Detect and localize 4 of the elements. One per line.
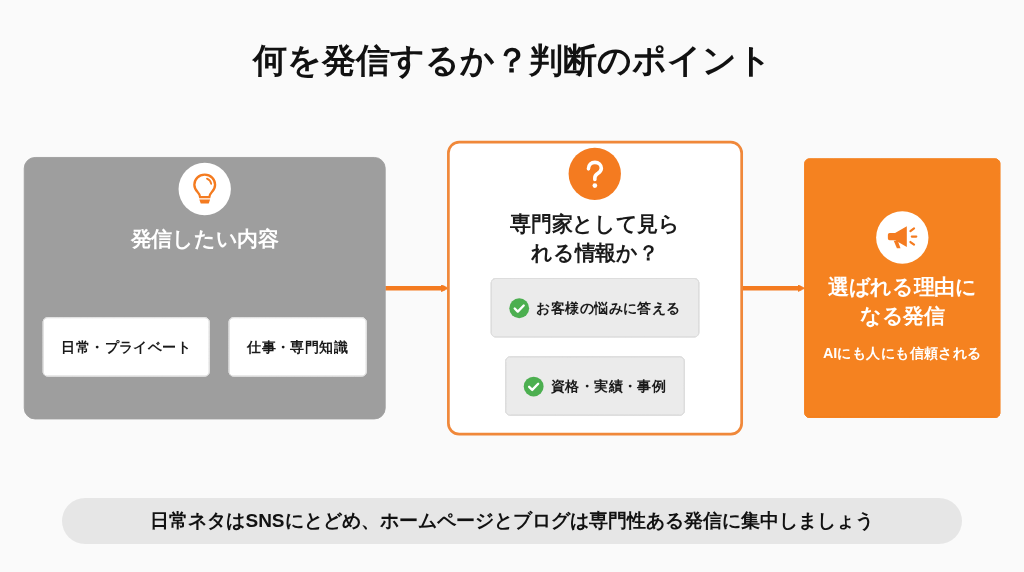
arrow [741, 284, 806, 293]
diagram-title: 何を発信するか？判断のポイント [252, 40, 772, 81]
summary-banner: 日常ネタはSNSにとどめ、ホームページとブログは専門性ある発信に集中しましょう [62, 498, 962, 544]
arrow [385, 284, 449, 293]
